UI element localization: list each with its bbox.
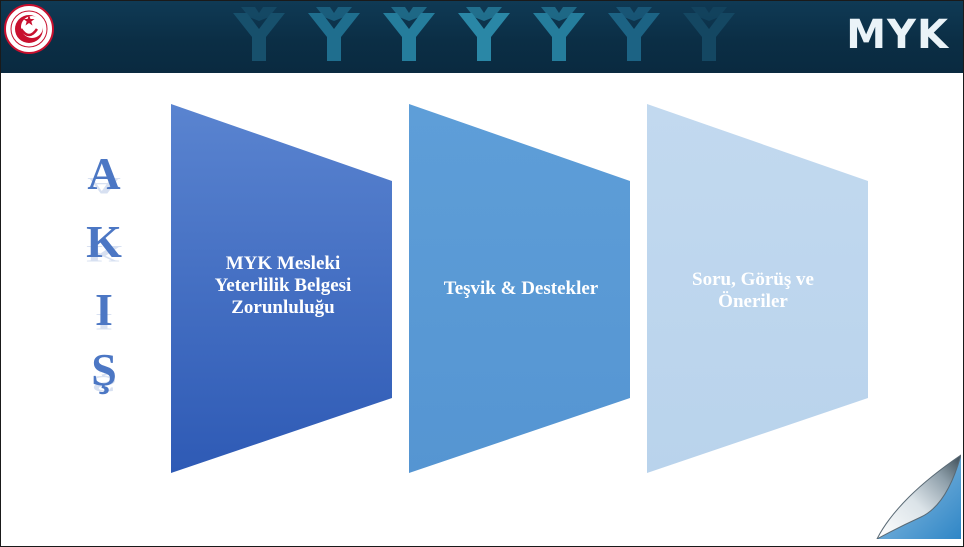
header-bar: MYK <box>1 1 963 73</box>
panel-label-1: MYK Mesleki Yeterlilik Belgesi Zorunlulu… <box>214 253 352 318</box>
panel-label-3: Soru, Görüş ve Öneriler <box>692 269 814 312</box>
panel-shape-3 <box>647 104 868 473</box>
ministry-seal-icon <box>3 3 55 55</box>
title-letter: I <box>95 284 113 335</box>
myk-logo: MYK <box>846 12 949 58</box>
panel-label-2: Teşvik & Destekler <box>443 278 599 299</box>
title-letter: Ş <box>91 344 117 395</box>
panel-shape-1 <box>171 104 392 473</box>
page-curl-icon <box>869 447 962 544</box>
title-letter: A <box>87 148 121 199</box>
title-letter: K <box>86 216 122 267</box>
panel-shape-2 <box>409 104 630 473</box>
